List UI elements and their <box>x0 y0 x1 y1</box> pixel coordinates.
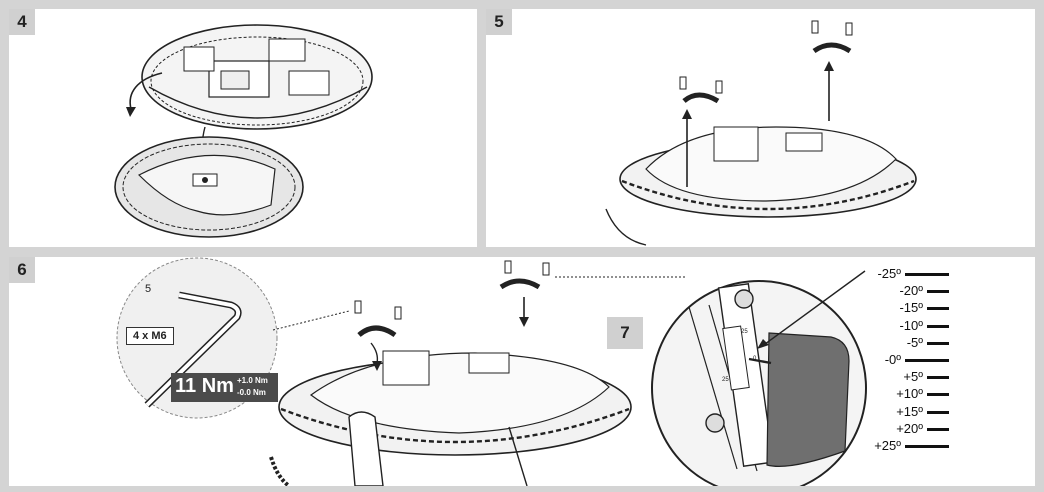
scale-label: -20º <box>899 283 923 299</box>
scale-label: +5º <box>903 369 923 385</box>
scale-label: +15º <box>896 403 923 419</box>
gauge-top-label: 25 <box>741 329 748 335</box>
scale-tick <box>927 324 949 328</box>
scale-label: +25º <box>874 438 901 453</box>
scale-row: -10º <box>899 317 949 334</box>
panel-step-4: 4 <box>9 9 477 247</box>
scale-label: -25º <box>877 266 901 281</box>
scale-tick <box>927 307 949 311</box>
scale-tick <box>927 290 949 294</box>
bolt-spec-box: 4 x M6 <box>126 327 174 345</box>
torque-plus-tolerance: +1.0 Nm <box>237 376 268 385</box>
torque-spec-box: 11 Nm +1.0 Nm -0.0 Nm <box>171 373 278 402</box>
scale-row: -20º <box>899 282 949 299</box>
torque-value: 11 Nm <box>175 375 234 397</box>
scale-tick <box>927 341 949 345</box>
scale-row: -25º <box>877 265 949 282</box>
scale-label: -5º <box>906 334 923 350</box>
torque-minus-tolerance: -0.0 Nm <box>237 388 266 397</box>
step-number-6: 6 <box>9 257 35 283</box>
scale-row: +5º <box>903 368 949 385</box>
panel-step-6: 6 <box>9 257 1035 486</box>
scale-label: +20º <box>896 420 923 436</box>
scale-label: -10º <box>899 317 923 333</box>
scale-tick <box>927 410 949 414</box>
scale-tick <box>927 393 949 397</box>
scale-label: +10º <box>896 386 923 402</box>
step-number-5: 5 <box>486 9 512 35</box>
gauge-mid-label: 0 <box>753 356 757 362</box>
scale-tick <box>905 273 949 277</box>
scale-tick <box>927 427 949 431</box>
step-number-7: 7 <box>607 317 643 349</box>
scale-row: -15º <box>899 299 949 316</box>
step-5-illustration <box>605 20 917 246</box>
panel-step-5: 5 <box>486 9 1035 247</box>
step-number-4: 4 <box>9 9 35 35</box>
dimension-label: 5 <box>145 283 152 295</box>
scale-tick <box>905 359 949 363</box>
scale-row: +25º <box>874 437 949 454</box>
scale-row: -0º <box>885 351 949 368</box>
scale-row: +10º <box>896 385 949 402</box>
scale-row: -5º <box>907 334 949 351</box>
scale-label: -15º <box>899 300 923 316</box>
scale-label: -0º <box>884 352 901 367</box>
scale-row: +15º <box>896 403 949 420</box>
step-4-illustration <box>114 24 373 238</box>
scale-row: +20º <box>896 420 949 437</box>
step-6-illustration: 25 0 25 <box>116 257 867 486</box>
angle-scale: -25º -20º-15º-10º-5º -0º+5º+10º+15º+20º +25… <box>849 265 949 457</box>
scale-tick <box>927 376 949 380</box>
gauge-bottom-label: 25 <box>722 377 729 383</box>
scale-tick <box>905 445 949 449</box>
